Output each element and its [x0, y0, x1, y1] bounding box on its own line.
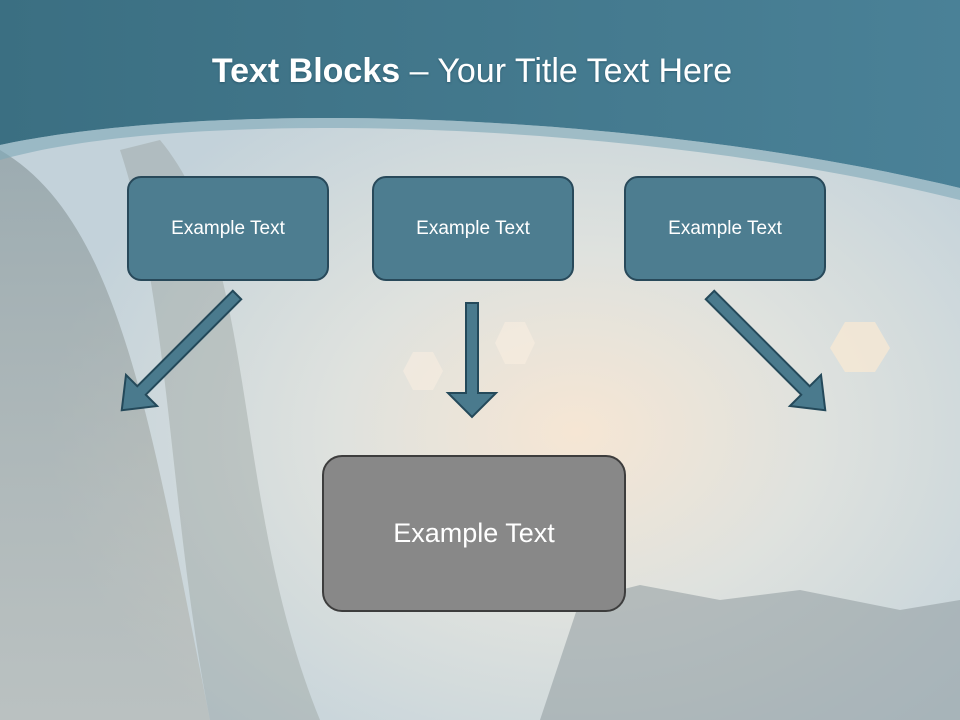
result-text-label: Example Text — [393, 518, 555, 548]
arrow-left-diagonal — [120, 289, 243, 412]
text-block-label: Example Text — [668, 217, 782, 239]
lens-flare-hexagon — [495, 322, 535, 364]
header-curve-accent — [0, 118, 960, 200]
text-block-1[interactable]: Example Text — [127, 176, 329, 281]
slide-title: Text Blocks – Your Title Text Here — [0, 52, 944, 91]
header-band — [0, 0, 960, 188]
lens-flare-hexagon — [830, 322, 890, 372]
title-rest: Your Title Text Here — [437, 52, 733, 90]
wave-shape-mid — [120, 140, 320, 720]
title-dash: – — [400, 52, 438, 90]
text-block-3[interactable]: Example Text — [624, 176, 826, 281]
result-text-block[interactable]: Example Text — [322, 455, 626, 612]
text-block-label: Example Text — [416, 217, 530, 239]
mountain-silhouette — [540, 585, 960, 720]
text-block-2[interactable]: Example Text — [372, 176, 574, 281]
text-block-label: Example Text — [171, 217, 285, 239]
arrow-center-down — [445, 302, 499, 419]
title-bold: Text Blocks — [211, 52, 401, 90]
arrow-right-diagonal — [704, 289, 827, 412]
lens-flare-hexagon — [403, 352, 443, 390]
wave-shape-left — [0, 150, 210, 720]
